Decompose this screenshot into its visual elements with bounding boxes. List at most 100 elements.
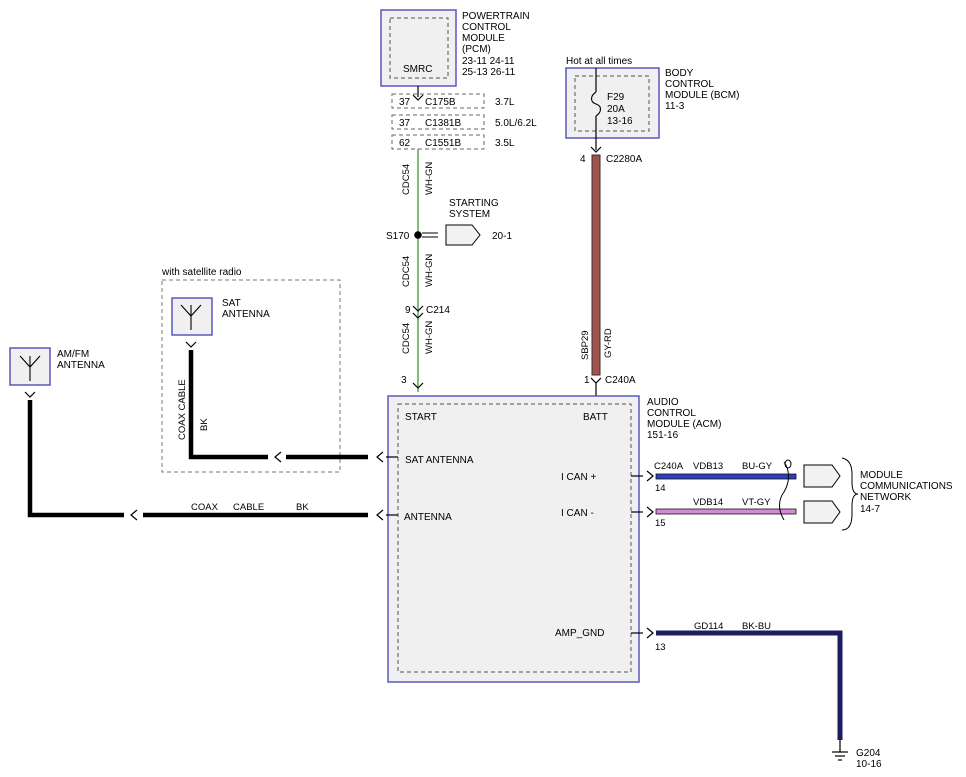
pcm-title-2: CONTROL [462,22,511,33]
can-low-wire [655,508,797,515]
pcm-connector-engine-3: 3.5L [495,138,515,149]
batt-wire-circuit: SBP29 [580,330,591,360]
ground-ref: 10-16 [856,759,882,770]
bcm-hot-label: Hot at all times [566,56,632,67]
ground-circuit-label: GD114 [694,621,723,632]
pcm-inner-dashed [389,17,449,79]
amfm-cable-word-1: COAX [191,502,219,513]
sat-title-2: ANTENNA [222,309,270,320]
network-bracket [841,457,859,531]
starting-system-title-2: SYSTEM [449,209,490,220]
amfm-title-1: AM/FM [57,349,89,360]
pcm-connector-pin-1: 37 [399,97,411,108]
pcm-connector-pin-2: 37 [399,118,411,129]
amfm-cable-word-3: BK [296,502,309,513]
amfm-title-2: ANTENNA [57,360,105,371]
acm-pin-ican-minus: I CAN - [561,508,594,519]
pcm-connector-id-2: C1381B [425,118,461,129]
start-wire-circuit-1: CDC54 [401,164,412,195]
batt-wire-color: GY-RD [603,328,614,358]
bcm-title-2: CONTROL [665,79,714,90]
can-high-color: BU-GY [742,461,773,472]
can-high-chevron [646,470,654,482]
acm-pin-sat-antenna: SAT ANTENNA [405,455,474,466]
start-circuit: CDC54 WH-GN S170 STARTING SYSTEM 20-1 CD… [386,86,512,392]
sat-group-box [161,279,341,473]
acm-pin-batt: BATT [583,412,608,423]
fuse-ref: 13-16 [607,116,633,127]
sat-coax-chevron-2 [376,451,384,463]
sat-antenna-border [171,297,213,336]
amfm-connector-chevron [24,391,36,398]
fuse-id: F29 [607,92,625,103]
splice-label: S170 [386,231,410,242]
amfm-coax-chevron-1 [130,509,138,521]
fuse-symbol [590,91,602,117]
pcm-title-4: (PCM) [462,44,491,55]
ground-chevron [646,627,654,639]
pcm-connector-id-3: C1551B [425,138,461,149]
can-high-circuit: VDB13 [693,461,723,472]
bcm-pin: 4 [580,154,586,165]
pcm-connector-box-2 [391,114,485,130]
acm-pin-start: START [405,412,437,423]
can-low-pin: 15 [655,518,666,529]
bcm-connector-label: C2280A [606,154,642,165]
bcm-title-1: BODY [665,68,694,79]
network-title-2: COMMUNICATIONS [860,481,953,492]
start-wire-circuit-3: CDC54 [401,323,412,354]
sat-antenna-body [172,298,212,335]
pcm-inner-label: SMRC [403,64,432,75]
c214-chevron-top [412,305,424,312]
bcm-body [566,68,659,138]
pcm-connector-pin-3: 62 [399,138,411,149]
pcm-connector-engine-1: 3.7L [495,97,515,108]
sat-coax-chevron-1 [274,451,282,463]
bcm-module: Hot at all times F29 20A 13-16 BODY CONT… [565,56,739,150]
sat-group-label: with satellite radio [161,267,242,278]
acm-pin-antenna: ANTENNA [404,512,452,523]
acm-inner-dashed [397,403,632,673]
ground-color-label: BK-BU [742,621,771,632]
start-wire-color-3: WH-GN [424,321,435,354]
network-title-4: 14-7 [860,504,880,515]
pcm-connector-box-3 [391,134,485,150]
starting-system-title-1: STARTING [449,198,499,209]
can-low-color: VT-GY [742,497,771,508]
bcm-title-3: MODULE (BCM) [665,90,739,101]
sat-cable-color: BK [199,418,210,431]
amfm-antenna-icon [19,355,41,381]
amfm-antenna-group: AM/FM ANTENNA COAX CABLE BK [9,347,398,521]
bcm-connector-chevron [590,146,602,153]
can-low-circuit: VDB14 [693,497,723,508]
splice-dot [414,231,422,239]
bcm-inner-dashed [574,75,650,132]
c214-pin: 9 [405,305,411,316]
can-bus: C240A VDB13 BU-GY 14 VDB14 VT-GY 15 MODU… [631,457,953,531]
batt-circuit: 4 C2280A SBP29 GY-RD 1 C240A [580,146,642,396]
pcm-title-3: MODULE [462,33,505,44]
acm-module: START BATT SAT ANTENNA ANTENNA I CAN + I… [387,395,721,683]
pcm-body [381,10,456,86]
acm-pin-amp-gnd: AMP_GND [555,628,604,639]
amfm-antenna-border [9,347,51,386]
sat-title-1: SAT [222,298,241,309]
can-low-arrow [803,500,841,524]
c214-chevron-bottom [412,312,424,319]
sat-antenna-group: with satellite radio SAT ANTENNA COAX CA… [161,267,398,473]
ground-id: G204 [856,748,881,759]
starting-system-ref: 20-1 [492,231,512,242]
acm-body [388,396,639,682]
amfm-cable-word-2: CABLE [233,502,264,513]
start-wire-circuit-2: CDC54 [401,256,412,287]
starting-system-arrow [445,224,481,246]
bcm-title-4: 11-3 [665,101,685,112]
pcm-title-1: POWERTRAIN [462,11,530,22]
can-high-arrow [803,464,841,488]
ground-circuit: GD114 BK-BU 13 G204 10-16 [631,621,882,770]
pcm-connectors: 37 C175B 3.7L 37 C1381B 5.0L/6.2L 62 C15… [391,93,537,150]
acm-batt-connector: C240A [605,375,636,386]
acm-batt-pin: 1 [584,375,590,386]
